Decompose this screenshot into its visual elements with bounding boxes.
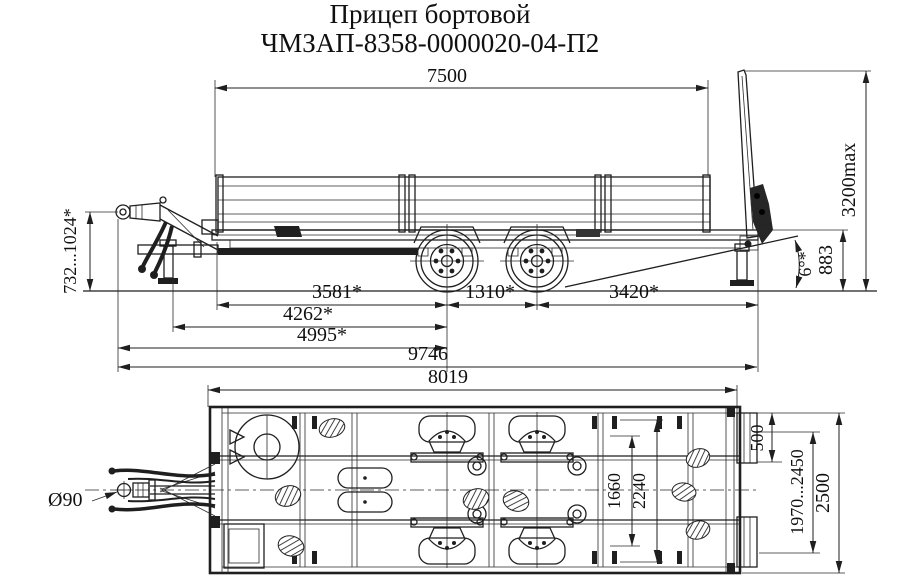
title-line2: ЧМЗАП-8358-0000020-04-П2 <box>261 28 600 58</box>
dim-rear-plate-offset: 500 <box>747 425 767 452</box>
dim-platform-length: 7500 <box>427 65 467 87</box>
dim-frame-length: 8019 <box>428 366 468 388</box>
rear-ramp-assembly <box>564 69 799 288</box>
drawbar-assembly <box>115 196 219 284</box>
dim-axle-base: 1310* <box>465 281 515 303</box>
gas-cylinders <box>337 467 393 513</box>
side-view-drawing <box>83 69 877 293</box>
dim-axle2-to-rear: 3420* <box>609 281 659 303</box>
dim-overall-length: 9746 <box>408 343 448 365</box>
title-block: Прицеп бортовой ЧМЗАП-8358-0000020-04-П2 <box>261 0 600 58</box>
dim-frame-width: 2240 <box>629 473 649 509</box>
spare-wheel <box>229 414 300 480</box>
title-line1: Прицеп бортовой <box>330 0 531 29</box>
plan-drawbar <box>108 463 216 517</box>
dim-drawbar-eye-height: 732...1024* <box>60 208 80 294</box>
dim-leg-to-axle1: 4262* <box>283 303 333 325</box>
tool-box <box>223 523 265 569</box>
dim-front-to-axle1: 3581* <box>312 281 362 303</box>
plan-view-dimensions: 1660 2240 500 1970...2450 2500 <box>604 412 845 574</box>
dim-ramp-track-width: 1970...2450 <box>787 449 807 535</box>
dim-loading-angle: 6°* <box>795 251 815 276</box>
dim-tow-eye-diameter: Ø90 <box>48 489 82 511</box>
plan-axle1 <box>410 412 487 568</box>
dim-overall-width: 2500 <box>812 473 834 513</box>
plan-view-drawing: 8019 <box>48 366 760 575</box>
dim-inner-frame-width: 1660 <box>604 473 624 509</box>
side-view-dimensions: 7500 732...1024* 3200max 883 6°* 3581* 1… <box>60 65 871 372</box>
plan-axle2 <box>500 412 587 568</box>
dim-rear-frame-height: 883 <box>815 245 837 275</box>
dim-eye-to-axle1: 4995* <box>297 324 347 346</box>
plan-ramp-plates <box>727 407 758 573</box>
dim-ramp-height-max: 3200max <box>838 143 860 217</box>
hatched-lumps <box>274 418 711 557</box>
